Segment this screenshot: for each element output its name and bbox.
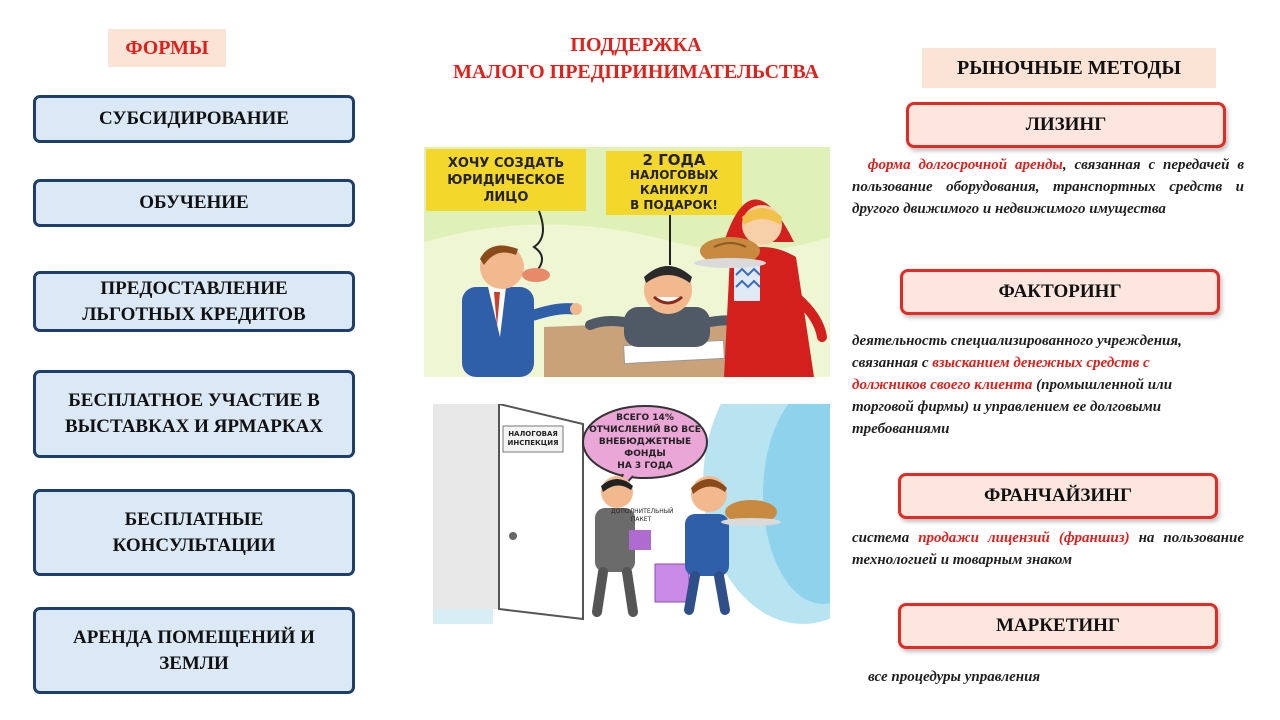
form-box-rent: АРЕНДА ПОМЕЩЕНИЙ И ЗЕМЛИ (33, 607, 355, 694)
page-title: ПОДДЕРЖКА МАЛОГО ПРЕДПРИНИМАТЕЛЬСТВА (380, 32, 892, 86)
desc-text: , связанная с передачей в пользование об… (852, 157, 1245, 217)
method-franchising: ФРАНЧАЙЗИНГ (898, 473, 1218, 519)
method-leasing-desc: форма долгосрочной аренды, связанная с п… (852, 154, 1244, 220)
door-sign: НАЛОГОВАЯ ИНСПЕКЦИЯ (502, 430, 564, 448)
package-label: ДОПОЛНИТЕЛЬНЫЙ ПАКЕТ (611, 508, 674, 524)
cartoon-bubble-right: 2 ГОДА НАЛОГОВЫХ КАНИКУЛ В ПОДАРОК! (606, 153, 742, 213)
cartoon-tax-holidays: ХОЧУ СОЗДАТЬ ЮРИДИЧЕСКОЕ ЛИЦО 2 ГОДА НАЛ… (424, 147, 830, 377)
form-box-line1: ПРЕДОСТАВЛЕНИЕ (100, 277, 288, 299)
form-box-line2: ВЫСТАВКАХ И ЯРМАРКАХ (64, 416, 324, 437)
bubble-text: ЮРИДИЧЕСКОЕ (447, 173, 565, 188)
method-marketing-desc: все процедуры управления (868, 666, 1228, 688)
form-box-line1: АРЕНДА ПОМЕЩЕНИЙ И (73, 626, 315, 648)
form-box-line1: БЕСПЛАТНОЕ УЧАСТИЕ В (68, 390, 320, 411)
form-box-training: ОБУЧЕНИЕ (33, 179, 355, 227)
form-box-line1: СУБСИДИРОВАНИЕ (99, 108, 289, 129)
cartoon-bubble-left: ХОЧУ СОЗДАТЬ ЮРИДИЧЕСКОЕ ЛИЦО (426, 155, 586, 206)
method-factoring-desc: деятельность специализированного учрежде… (852, 330, 1197, 440)
package-label-text: ПАКЕТ (630, 516, 652, 523)
door-sign-text: НАЛОГОВАЯ (508, 430, 558, 438)
bubble-text: ЛИЦО (483, 190, 529, 205)
method-leasing: ЛИЗИНГ (906, 102, 1226, 148)
method-franchising-desc: система продажи лицензий (франшиз) на по… (852, 527, 1244, 571)
page-title-line2: МАЛОГО ПРЕДПРИНИМАТЕЛЬСТВА (453, 61, 819, 83)
bubble-text: КАНИКУЛ (639, 183, 709, 197)
cartoon-tax-holidays-illustration (424, 147, 830, 377)
form-box-exhibitions: БЕСПЛАТНОЕ УЧАСТИЕ В ВЫСТАВКАХ И ЯРМАРКА… (33, 370, 355, 458)
form-box-consultations: БЕСПЛАТНЫЕ КОНСУЛЬТАЦИИ (33, 489, 355, 576)
bubble-text: ОТЧИСЛЕНИЙ ВО ВСЕ (589, 425, 701, 435)
form-box-line1: ОБУЧЕНИЕ (139, 192, 249, 213)
desc-text: система (852, 530, 919, 546)
bubble-text: НА 3 ГОДА (617, 461, 673, 471)
bubble-text: ХОЧУ СОЗДАТЬ (447, 156, 565, 171)
desc-text: (промышленной или торговой фирмы) и упра… (852, 377, 1173, 437)
cartoon-bubble-funds: ВСЕГО 14% ОТЧИСЛЕНИЙ ВО ВСЕ ВНЕБЮДЖЕТНЫЕ… (585, 412, 705, 472)
forms-header: ФОРМЫ (108, 29, 226, 67)
bubble-text: 2 ГОДА (642, 151, 706, 169)
bubble-text: В ПОДАРОК! (630, 198, 718, 212)
market-methods-header: РЫНОЧНЫЕ МЕТОДЫ (922, 48, 1216, 88)
form-box-line2: КОНСУЛЬТАЦИИ (112, 534, 276, 556)
desc-highlight: продажи лицензий (франшиз) (918, 530, 1130, 546)
bubble-text: ВНЕБЮДЖЕТНЫЕ (598, 437, 692, 447)
form-box-line2: ЗЕМЛИ (159, 652, 229, 674)
page-title-line1: ПОДДЕРЖКА (570, 34, 702, 56)
form-box-line1: БЕСПЛАТНЫЕ (124, 508, 264, 530)
door-sign-text: ИНСПЕКЦИЯ (507, 439, 559, 447)
method-factoring: ФАКТОРИНГ (900, 269, 1220, 315)
bubble-text: ВСЕГО 14% (616, 413, 674, 423)
form-box-subsidies: СУБСИДИРОВАНИЕ (33, 95, 355, 143)
form-box-line2: ЛЬГОТНЫХ КРЕДИТОВ (82, 303, 306, 325)
desc-text: на пользование технологией и товарным зн… (852, 530, 1245, 568)
desc-text: все процедуры управления (868, 669, 1041, 685)
method-marketing: МАРКЕТИНГ (898, 603, 1218, 649)
desc-text: деятельность специализированного учрежде… (852, 333, 1182, 371)
form-box-credits: ПРЕДОСТАВЛЕНИЕ ЛЬГОТНЫХ КРЕДИТОВ (33, 271, 355, 332)
cartoon-tax-inspection: НАЛОГОВАЯ ИНСПЕКЦИЯ ВСЕГО 14% ОТЧИСЛЕНИЙ… (433, 404, 830, 624)
bubble-text: ФОНДЫ (624, 449, 666, 459)
cartoon-tax-inspection-illustration (433, 404, 830, 624)
desc-highlight: взысканием денежных средств с должников … (852, 355, 1150, 393)
package-label-text: ДОПОЛНИТЕЛЬНЫЙ (611, 508, 674, 515)
bubble-text: НАЛОГОВЫХ (629, 168, 719, 182)
desc-highlight: форма долгосрочной аренды (867, 157, 1063, 173)
